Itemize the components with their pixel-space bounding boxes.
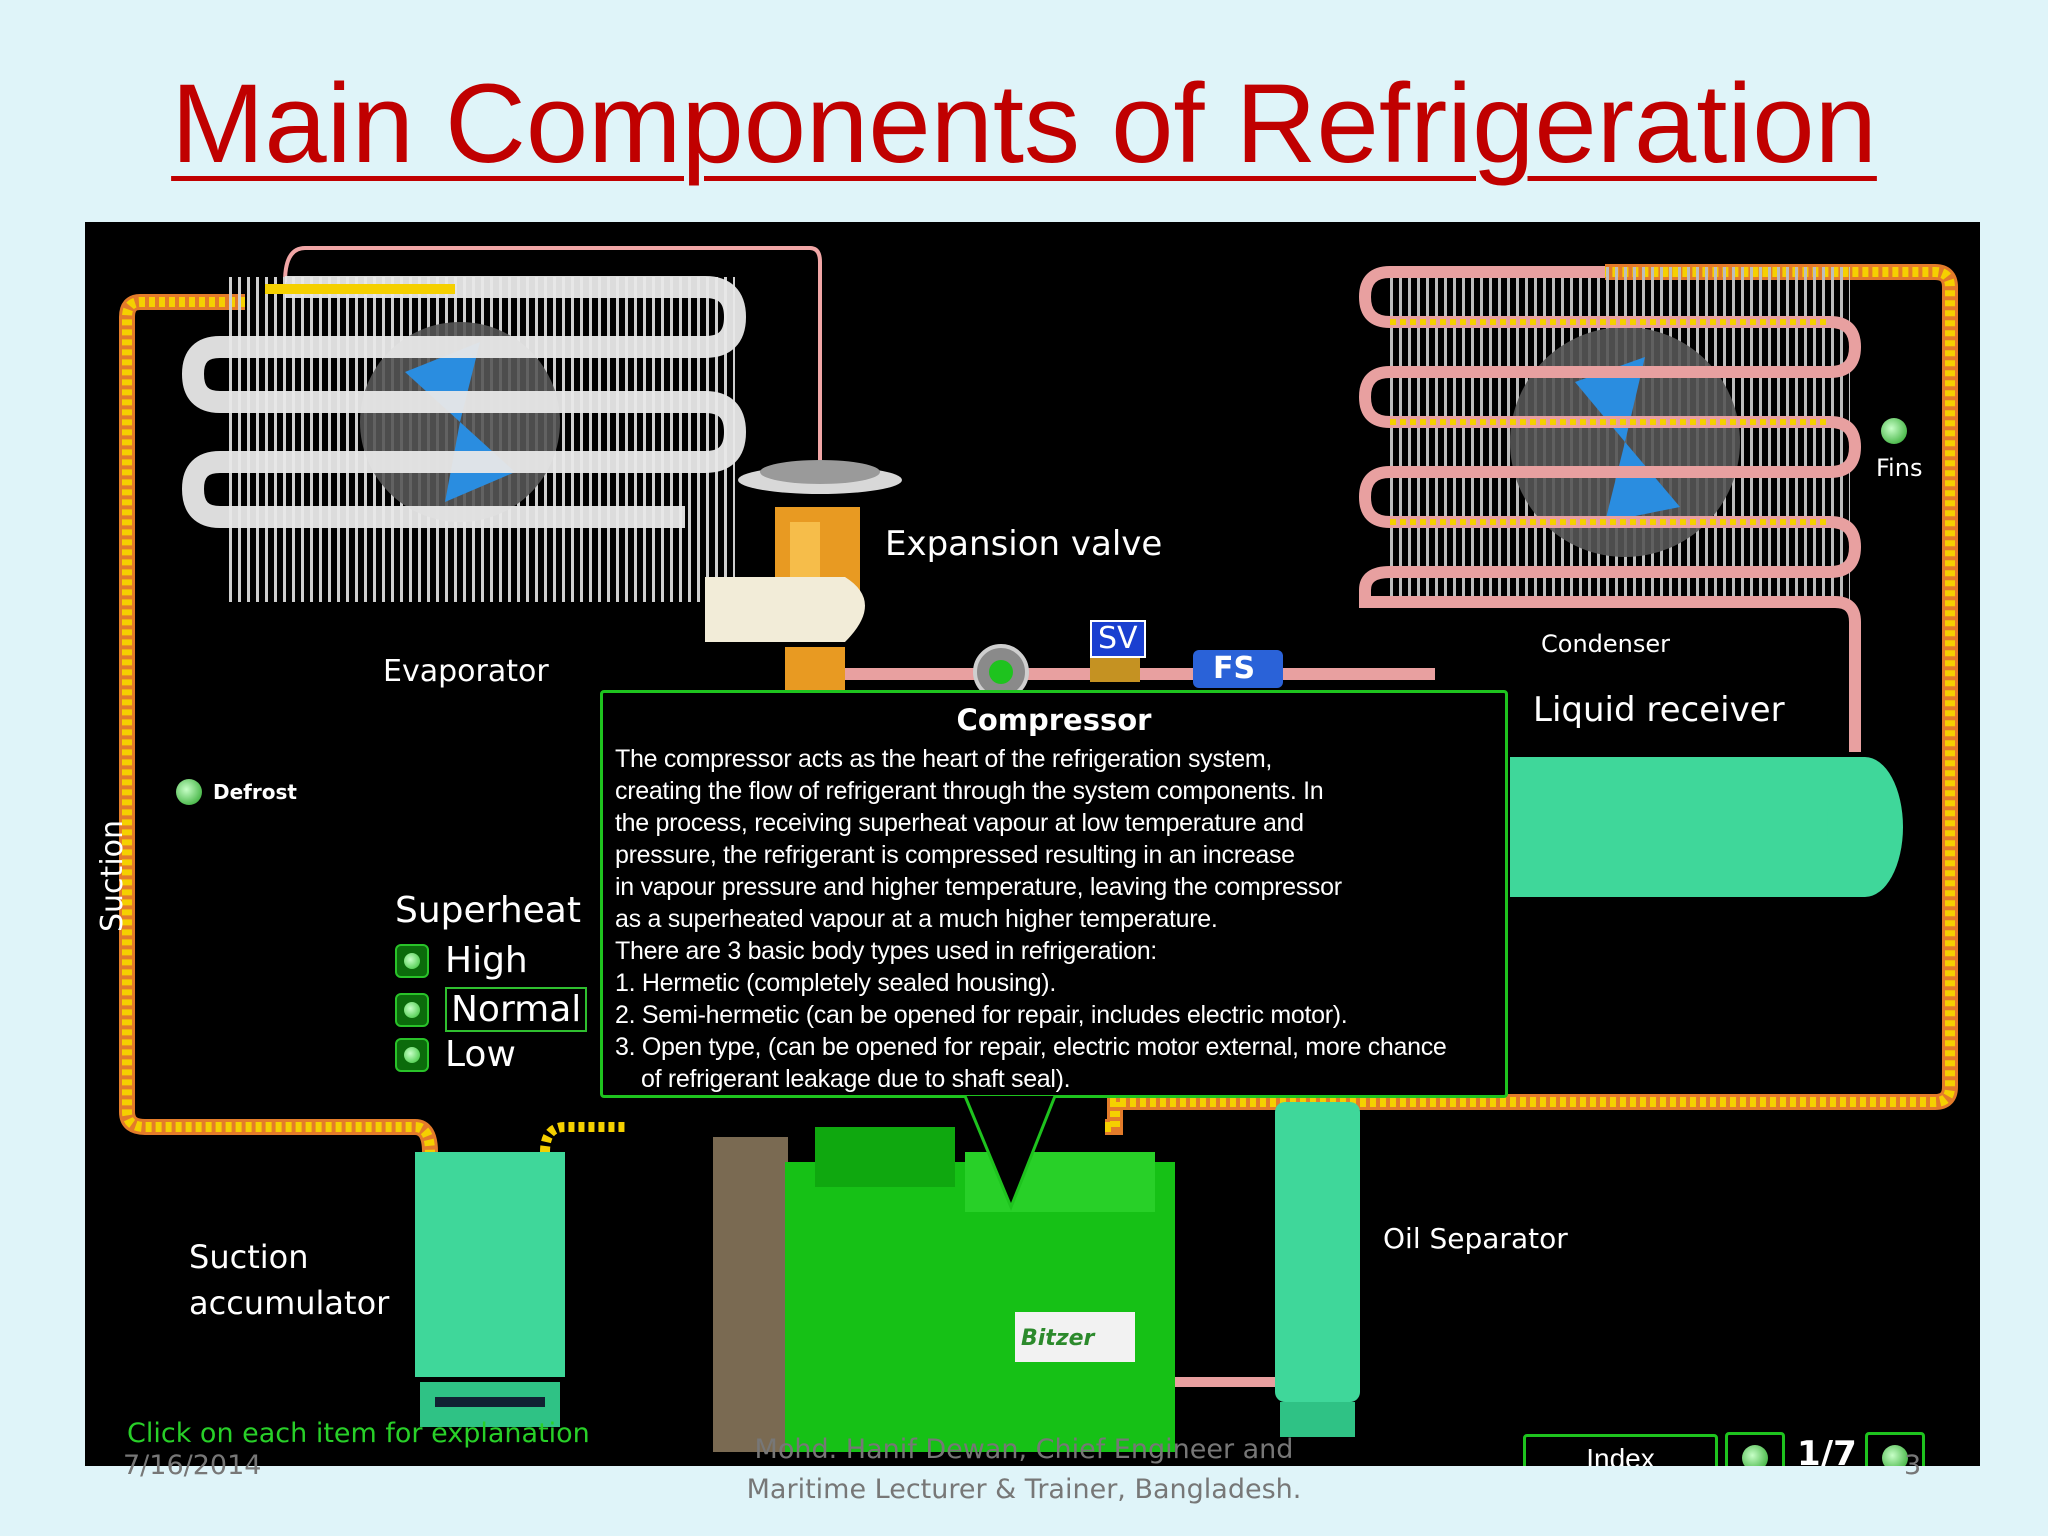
callout-line: in vapour pressure and higher temperatur… (615, 873, 1342, 901)
next-button[interactable] (1865, 1432, 1925, 1466)
suction-accumulator[interactable] (415, 1152, 565, 1427)
circuit-drawing (119, 246, 1958, 1452)
suction-accumulator-label-line: accumulator (189, 1284, 390, 1322)
callout-line: creating the flow of refrigerant through… (615, 777, 1324, 805)
condenser[interactable] (1358, 266, 1862, 752)
callout-line: 2. Semi-hermetic (can be opened for repa… (615, 1001, 1348, 1029)
previous-button[interactable] (1725, 1432, 1785, 1466)
next-icon (1882, 1445, 1908, 1466)
callout-line: The compressor acts as the heart of the … (615, 745, 1272, 773)
solenoid-valve-label[interactable]: SV (1090, 620, 1146, 658)
compressor-brand-logo: Bitzer (1021, 1326, 1095, 1351)
defrost-label: Defrost (213, 780, 297, 804)
evaporator[interactable] (181, 276, 747, 602)
index-button[interactable]: Index (1523, 1434, 1718, 1466)
callout-line: as a superheated vapour at a much higher… (615, 905, 1218, 933)
callout-title: Compressor (956, 703, 1152, 737)
page-counter: 1/7 (1797, 1434, 1857, 1466)
radio-icon[interactable] (395, 992, 429, 1027)
filter-body[interactable] (1193, 650, 1283, 688)
superheat-option-low[interactable]: Low (395, 1034, 516, 1075)
slide-page-number: 3 (1904, 1450, 1922, 1481)
superheat-option-high[interactable]: High (395, 940, 528, 981)
slide-date: 7/16/2014 (123, 1450, 262, 1481)
author-line: Maritime Lecturer & Trainer, Bangladesh. (746, 1474, 1302, 1505)
radio-icon[interactable] (395, 1037, 429, 1072)
fins-toggle-icon[interactable] (1881, 418, 1907, 444)
superheat-option-label: Low (445, 1034, 516, 1075)
filter-label[interactable]: FS (1213, 651, 1256, 686)
superheat-option-normal[interactable]: Normal (395, 987, 588, 1032)
author-line: Mohd. Hanif Dewan, Chief Engineer and (754, 1434, 1294, 1465)
suction-accumulator-label[interactable]: Suction accumulator (189, 1234, 389, 1326)
radio-icon[interactable] (395, 943, 429, 978)
fins-label: Fins (1876, 454, 1923, 482)
callout-line: 3. Open type, (can be opened for repair,… (615, 1033, 1447, 1061)
capillary-tube (283, 246, 822, 467)
callout-line: There are 3 basic body types used in ref… (615, 937, 1157, 965)
callout-line: 1. Hermetic (completely sealed housing). (615, 969, 1056, 997)
suction-line-label: Suction (95, 819, 130, 932)
liquid-receiver-label[interactable]: Liquid receiver (1533, 690, 1785, 730)
sight-glass-indicator (989, 660, 1013, 684)
slide-author: Mohd. Hanif Dewan, Chief Engineer and Ma… (0, 1430, 2048, 1510)
expansion-valve[interactable] (705, 460, 902, 692)
compressor-info-callout: Compressor The compressor acts as the he… (600, 690, 1508, 1098)
suction-line[interactable] (119, 294, 625, 1153)
compressor[interactable] (713, 1127, 1175, 1452)
instruction-hint: Click on each item for explanation (127, 1418, 590, 1449)
evaporator-label[interactable]: Evaporator (383, 654, 549, 689)
callout-line: the process, receiving superheat vapour … (615, 809, 1304, 837)
expansion-valve-label[interactable]: Expansion valve (885, 524, 1163, 564)
callout-line: of refrigerant leakage due to shaft seal… (641, 1065, 1071, 1093)
defrost-toggle-icon[interactable] (176, 779, 202, 805)
previous-icon (1742, 1445, 1768, 1466)
superheat-option-label: Normal (445, 987, 588, 1032)
oil-separator[interactable] (1155, 1102, 1360, 1437)
superheat-title: Superheat (395, 890, 581, 931)
callout-line: pressure, the refrigerant is compressed … (615, 841, 1295, 869)
refrigeration-diagram: Evaporator Expansion valve Condenser Fin… (85, 222, 1980, 1466)
oil-separator-label[interactable]: Oil Separator (1383, 1222, 1568, 1255)
slide-title: Main Components of Refrigeration (171, 61, 1877, 186)
suction-accumulator-label-line: Suction (189, 1238, 309, 1276)
condenser-label[interactable]: Condenser (1541, 630, 1670, 658)
discharge-line[interactable] (1105, 264, 1958, 1135)
callout-body: The compressor acts as the heart of the … (615, 743, 1493, 1095)
liquid-receiver[interactable] (1510, 757, 1903, 897)
superheat-option-label: High (445, 940, 528, 981)
